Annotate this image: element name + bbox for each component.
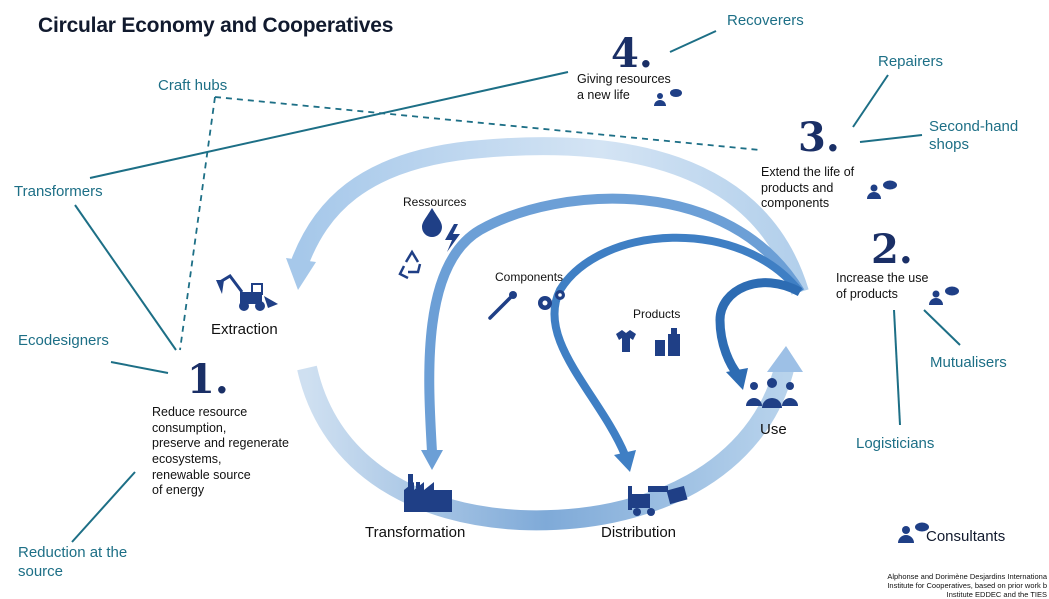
- stage-1-line: Reduce resource: [152, 405, 248, 419]
- stage-1-line: consumption,: [152, 420, 227, 435]
- arc-to-distribution-head: [614, 450, 636, 472]
- label-components: Components: [495, 270, 564, 284]
- recycle-icon: [398, 249, 422, 280]
- arc-return-extraction-head: [286, 258, 316, 290]
- stage-1-number: 1.: [187, 356, 229, 403]
- arc-return-extraction: [291, 137, 809, 295]
- stage-1-line: renewable source: [152, 467, 251, 482]
- wrench-icon: [488, 291, 517, 320]
- actor-repairers: Repairers: [878, 53, 944, 70]
- credit-note: Alphonse and Dorimène Desjardins Interna…: [815, 572, 1047, 599]
- arc-to-use: [715, 278, 803, 378]
- cooperative-chat-icon-stage2: [929, 286, 959, 305]
- cooperative-chat-icon-stage4: [654, 89, 682, 106]
- stage-1-line: preserve and regenerate: [152, 436, 289, 451]
- bottles-icon: [655, 328, 680, 356]
- forklift-icon: [628, 485, 688, 516]
- stage-2-description: Increase the use of products: [836, 271, 928, 302]
- label-use: Use: [760, 421, 787, 438]
- credit-line: Institute for Cooperatives, based on pri…: [887, 581, 1047, 590]
- legend-consultants: Consultants: [926, 528, 1006, 545]
- actor-transformers: Transformers: [14, 183, 103, 200]
- stage-3-number: 3.: [798, 114, 840, 161]
- actor-recoverers: Recoverers: [727, 12, 804, 29]
- backhoe-icon: [216, 274, 278, 311]
- stage-1-description: Reduce resource consumption, preserve an…: [152, 405, 289, 499]
- actor-ecodesigners: Ecodesigners: [18, 332, 109, 349]
- stage-4-line: Giving resources: [577, 72, 671, 86]
- credit-line: Alphonse and Dorimène Desjardins Interna…: [887, 572, 1047, 581]
- factory-icon: [404, 474, 452, 512]
- stage-1-line: of energy: [152, 483, 205, 498]
- stage-3-line: Extend the life of: [761, 165, 855, 179]
- gears-icon: [538, 290, 565, 310]
- arc-to-distribution: [550, 233, 804, 457]
- label-transformation: Transformation: [365, 524, 466, 541]
- stage-2-line: of products: [836, 286, 898, 301]
- label-distribution: Distribution: [601, 524, 677, 541]
- actor-craft-hubs: Craft hubs: [158, 77, 228, 94]
- arc-main-flow: [297, 362, 795, 531]
- stage-4-description: Giving resources a new life: [577, 72, 671, 103]
- actor-connector-lines: [71, 30, 961, 543]
- arc-to-use-head: [726, 368, 748, 390]
- stage-3-line: components: [761, 196, 830, 211]
- tshirt-icon: [616, 330, 636, 352]
- arc-to-transformation-head: [421, 450, 443, 470]
- cooperative-chat-icon-legend: [898, 522, 929, 543]
- stage-3-description: Extend the life of products and componen…: [761, 165, 854, 212]
- arc-main-flow-head: [767, 346, 803, 372]
- craft-hubs-dashed-lines: [179, 96, 761, 351]
- actor-second-hand-line1: Second-hand: [929, 118, 1019, 135]
- people-group-icon: [746, 378, 798, 408]
- actor-mutualisers: Mutualisers: [930, 354, 1007, 371]
- actor-second-hand-line2: shops: [929, 136, 970, 153]
- actor-reduction-line1: Reduction at the: [18, 544, 128, 561]
- droplet-icon: [422, 208, 442, 237]
- label-products: Products: [633, 307, 681, 321]
- stage-4-number: 4.: [611, 30, 653, 77]
- diagram-title: Circular Economy and Cooperatives: [38, 14, 394, 37]
- stage-4-line: a new life: [577, 87, 630, 102]
- lightning-icon: [445, 224, 460, 252]
- stage-3-line: products and: [761, 180, 834, 195]
- stage-1-line: ecosystems,: [152, 451, 222, 466]
- actor-reduction-line2: source: [18, 563, 64, 580]
- label-ressources: Ressources: [403, 195, 467, 209]
- label-extraction: Extraction: [211, 321, 278, 338]
- arc-to-transformation: [424, 193, 805, 453]
- stage-2-line: Increase the use: [836, 271, 929, 285]
- credit-line: Institute EDDEC and the TIES: [946, 590, 1047, 599]
- stage-2-number: 2.: [871, 226, 913, 273]
- cooperative-chat-icon-stage3: [867, 180, 897, 199]
- actor-logisticians: Logisticians: [856, 435, 935, 452]
